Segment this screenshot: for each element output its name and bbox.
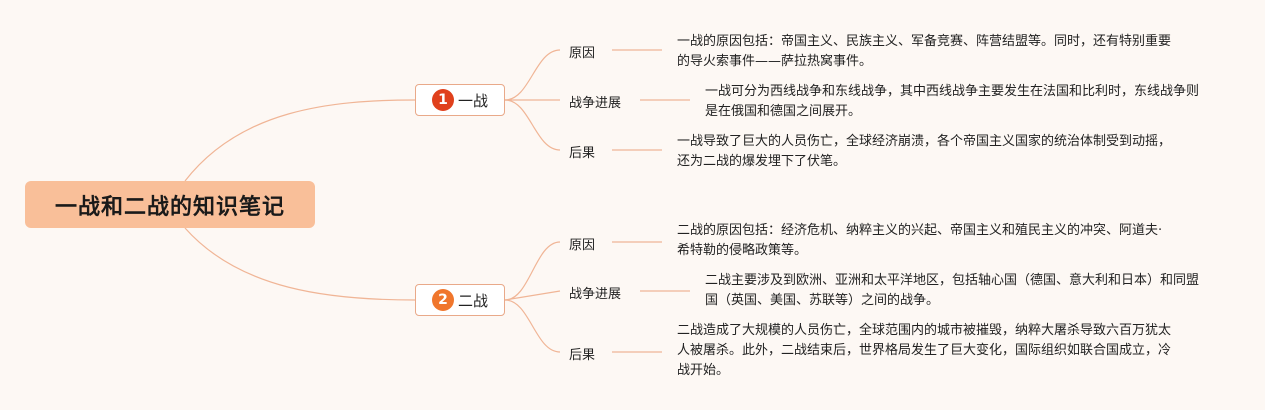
note-b2-result: 二战造成了大规模的人员伤亡，全球范围内的城市被摧毁，纳粹大屠杀导致六百万犹太人被…	[677, 323, 1172, 378]
branch-label-2: 二战	[457, 291, 488, 310]
connector-b2-t3	[504, 299, 561, 353]
connector-b1-t1	[504, 49, 561, 101]
note-b1-progress: 一战可分为西线战争和东线战争，其中西线战争主要发生在法国和比利时，东线战争则是在…	[705, 84, 1200, 119]
topic-b1-cause[interactable]: 原因	[569, 46, 596, 61]
note-b2-cause: 二战的原因包括：经济危机、纳粹主义的兴起、帝国主义和殖民主义的冲突、阿道夫·希特…	[677, 223, 1163, 258]
branch-label-1: 一战	[457, 91, 488, 110]
topic-b1-progress[interactable]: 战争进展	[569, 96, 622, 111]
number-badge-1: 1	[431, 89, 454, 111]
connector-b1-t3	[504, 99, 561, 151]
root-node[interactable]: 一战和二战的知识笔记	[25, 181, 315, 228]
topic-b2-result[interactable]: 后果	[569, 348, 596, 363]
topic-b2-cause[interactable]: 原因	[569, 238, 596, 253]
root-title: 一战和二战的知识笔记	[54, 194, 285, 220]
topic-b1-result[interactable]: 后果	[569, 146, 596, 161]
note-b1-cause: 一战的原因包括：帝国主义、民族主义、军备竞赛、阵营结盟等。同时，还有特别重要的导…	[677, 34, 1172, 69]
connector-root-branch-1	[184, 99, 416, 182]
note-b1-result: 一战导致了巨大的人员伤亡，全球经济崩溃，各个帝国主义国家的统治体制受到动摇，还为…	[677, 134, 1172, 169]
note-b2-progress: 二战主要涉及到欧洲、亚洲和太平洋地区，包括轴心国（德国、意大利和日本）和同盟国（…	[705, 273, 1200, 308]
branch-node-1[interactable]: 1 一战	[415, 84, 505, 116]
connector-b2-t1	[504, 241, 561, 301]
connector-root-branch-2	[184, 227, 416, 301]
branch-node-2[interactable]: 2 二战	[415, 284, 505, 316]
number-badge-2: 2	[431, 289, 454, 311]
topic-b2-progress[interactable]: 战争进展	[569, 287, 622, 302]
connector-b2-t2	[504, 290, 561, 301]
